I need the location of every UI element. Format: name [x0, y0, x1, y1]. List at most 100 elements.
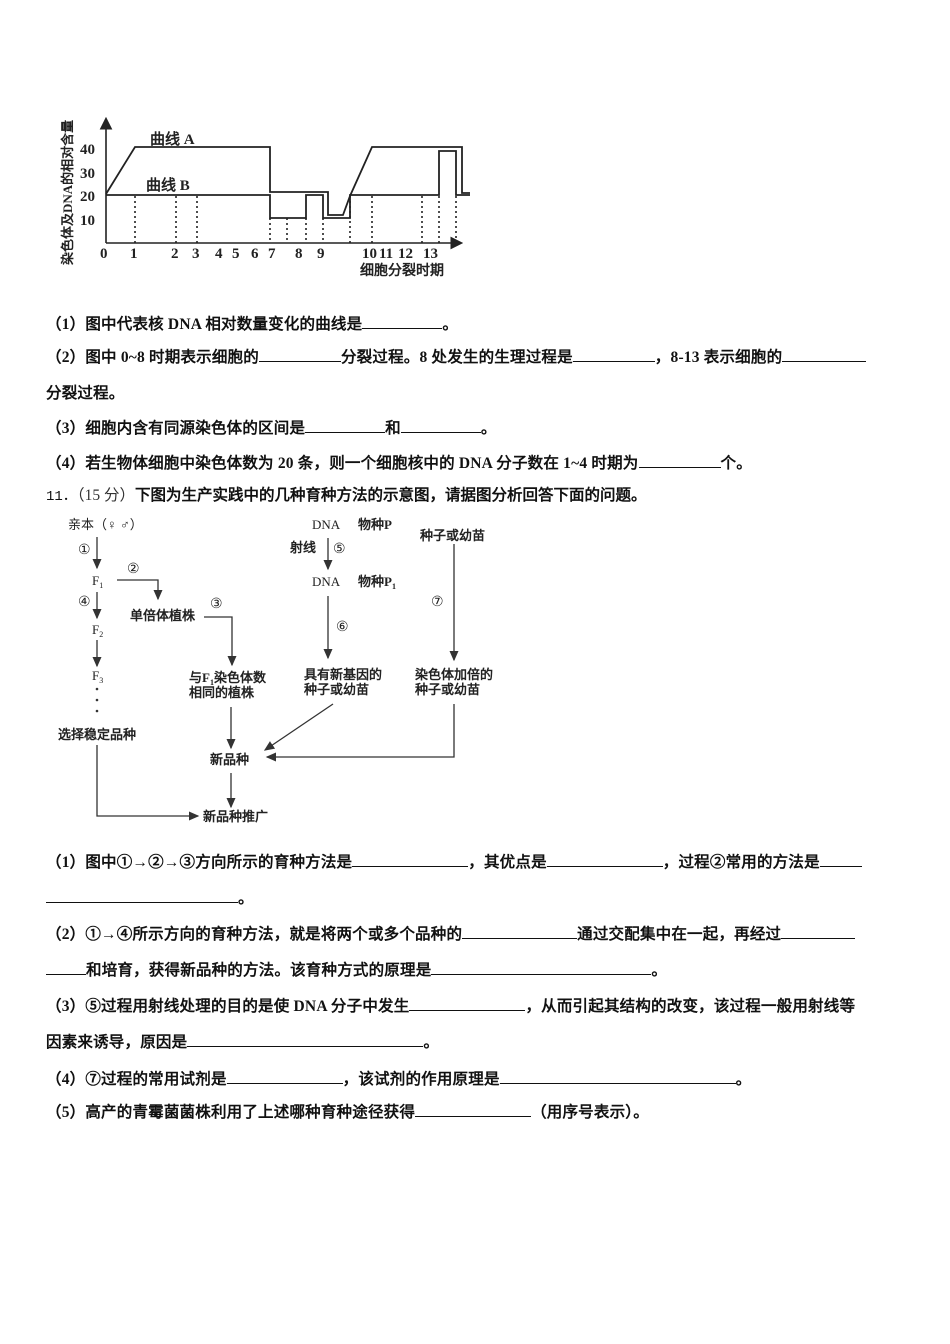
- q11-sub2-end: 。: [651, 962, 668, 979]
- new-gene-label-line2: 种子或幼苗: [303, 682, 369, 697]
- svg-text:10: 10: [80, 213, 95, 229]
- arrow-step3: [204, 616, 237, 667]
- haploid-plant-label: 单倍体植株: [130, 608, 196, 623]
- answer-blank[interactable]: [546, 852, 663, 867]
- parents-label: 亲本（♀ ♂）: [68, 517, 143, 532]
- answer-blank[interactable]: [305, 418, 386, 433]
- q11-sub3-end: 。: [423, 1034, 440, 1051]
- q10-sub1-text: （1）图中代表核 DNA 相对数量变化的曲线是: [46, 316, 363, 333]
- answer-blank[interactable]: [352, 852, 469, 867]
- q10-sub3-mid: 和: [385, 420, 401, 437]
- curve-b-label: 曲线 B: [146, 176, 190, 194]
- answer-blank[interactable]: [46, 888, 238, 903]
- q10-sub1-end: 。: [442, 316, 459, 333]
- seeds-label: 种子或幼苗: [419, 528, 485, 543]
- q11-sub1-cont: 。: [46, 886, 254, 908]
- q11-stem: 下图为生产实践中的几种育种方法的示意图，请据图分析回答下面的问题。: [134, 487, 647, 504]
- arrow-step2: [117, 579, 163, 601]
- answer-blank[interactable]: [258, 347, 341, 362]
- q10-sub4-text: （4）若生物体细胞中染色体数为 20 条，则一个细胞核中的 DNA 分子数在 1…: [46, 455, 639, 472]
- answer-blank[interactable]: [782, 347, 867, 362]
- svg-text:11: 11: [379, 246, 393, 262]
- curve-a-label: 曲线 A: [150, 130, 195, 148]
- answer-blank[interactable]: [362, 314, 443, 329]
- q11-sub2: （2）①→④所示方向的育种方法，就是将两个或多个品种的 通过交配集中在一起，再经过: [46, 922, 856, 944]
- q11-sub3-mid2: 因素来诱导，原因是: [46, 1034, 188, 1051]
- q11-sub3-text: （3）⑤过程用射线处理的目的是使 DNA 分子中发生: [46, 998, 410, 1015]
- promotion-label: 新品种推广: [203, 809, 268, 824]
- q11-sub3-mid1: ，从而引起其结构的改变，该过程一般用射线等: [525, 998, 856, 1015]
- q11-sub2-mid1: 通过交配集中在一起，再经过: [577, 926, 782, 943]
- f1-label: F1: [92, 573, 103, 590]
- answer-blank[interactable]: [819, 852, 862, 867]
- same-as-f1-label-line1: 与F1染色体数: [189, 670, 267, 687]
- q11-sub4-end: 。: [735, 1071, 752, 1088]
- y-axis-label: 染色体及DNA的相对含量: [60, 120, 75, 266]
- q11-sub1-end: 。: [238, 890, 254, 907]
- answer-blank[interactable]: [499, 1069, 736, 1084]
- svg-text:20: 20: [80, 189, 95, 205]
- q10-sub4-end: 个。: [720, 455, 752, 472]
- q11-sub1-text: （1）图中①→②→③方向所示的育种方法是: [46, 854, 353, 871]
- q10-sub3: （3）细胞内含有同源染色体的区间是 和 。: [46, 416, 497, 438]
- dna-p1-label: DNA: [312, 574, 341, 589]
- step1-marker: ①: [78, 543, 91, 558]
- ray-label: 射线: [289, 540, 316, 555]
- answer-blank[interactable]: [409, 996, 526, 1011]
- step4-marker: ④: [78, 595, 91, 610]
- q11-sub5-text: （5）高产的青霉菌菌株利用了上述哪种育种途径获得: [46, 1104, 416, 1121]
- step5-marker: ⑤: [333, 542, 346, 557]
- step3-marker: ③: [210, 597, 223, 612]
- q10-sub2-mid2: ，8-13 表示细胞的: [654, 349, 783, 366]
- answer-blank[interactable]: [781, 924, 856, 939]
- arrow-stable-to-promotion: [96, 745, 200, 821]
- answer-blank[interactable]: [226, 1069, 343, 1084]
- dna-p-label: DNA: [312, 517, 341, 532]
- answer-blank[interactable]: [46, 960, 86, 975]
- breeding-methods-diagram: 亲本（♀ ♂） ① F1 ② ④ 单倍体植株 ③ F2 F3 与F1染色体数 相…: [58, 517, 493, 824]
- q11-points: （15 分）: [76, 487, 135, 504]
- curve-b-line: [106, 150, 470, 219]
- q11-sub4-mid: ，该试剂的作用原理是: [342, 1071, 500, 1088]
- f3-label: F3: [92, 668, 103, 685]
- new-variety-label: 新品种: [210, 752, 249, 767]
- q11-sub2-cont: 和培育，获得新品种的方法。该育种方式的原理是 。: [46, 958, 667, 980]
- svg-text:40: 40: [80, 142, 95, 158]
- new-gene-label-line1: 具有新基因的: [304, 667, 382, 682]
- y-ticks: 40 30 20 10: [80, 142, 95, 229]
- svg-text:30: 30: [80, 166, 95, 182]
- species-p-label: 物种P: [358, 517, 392, 532]
- q11-sub4: （4）⑦过程的常用试剂是 ，该试剂的作用原理是 。: [46, 1067, 751, 1089]
- step2-marker: ②: [127, 562, 140, 577]
- svg-text:6: 6: [251, 246, 259, 262]
- species-p1-label: 物种P1: [358, 574, 396, 591]
- ellipsis-dots: [95, 687, 99, 713]
- q11-sub3: （3）⑤过程用射线处理的目的是使 DNA 分子中发生 ，从而引起其结构的改变，该过…: [46, 994, 855, 1016]
- answer-blank[interactable]: [431, 960, 652, 975]
- q10-sub2-cont-text: 分裂过程。: [46, 385, 125, 402]
- arrow-doubled-to-new-variety: [265, 704, 455, 762]
- period-dividers: [134, 196, 457, 243]
- answer-blank[interactable]: [415, 1102, 532, 1117]
- q11-header: 11．（15 分）下图为生产实践中的几种育种方法的示意图，请据图分析回答下面的问…: [46, 483, 646, 505]
- svg-text:8: 8: [295, 246, 303, 262]
- answer-blank[interactable]: [400, 418, 481, 433]
- svg-text:1: 1: [130, 246, 138, 262]
- doubled-label-line1: 染色体加倍的: [414, 667, 493, 682]
- answer-blank[interactable]: [572, 347, 655, 362]
- x-ticks: 0 1 2 3 4 5 6 7 8 9 10 11 12 13: [100, 246, 438, 262]
- step6-marker: ⑥: [336, 620, 349, 635]
- q11-sub1-mid1: ，其优点是: [468, 854, 547, 871]
- q10-sub3-text: （3）细胞内含有同源染色体的区间是: [46, 420, 306, 437]
- q11-sub2-text: （2）①→④所示方向的育种方法，就是将两个或多个品种的: [46, 926, 463, 943]
- q10-sub3-end: 。: [480, 420, 497, 437]
- q10-sub2-mid1: 分裂过程。8 处发生的生理过程是: [340, 349, 573, 366]
- answer-blank[interactable]: [462, 924, 578, 939]
- doubled-label-line2: 种子或幼苗: [414, 682, 480, 697]
- q11-sub2-mid2: 和培育，获得新品种的方法。该育种方式的原理是: [86, 962, 432, 979]
- svg-text:2: 2: [171, 246, 179, 262]
- q11-sub4-text: （4）⑦过程的常用试剂是: [46, 1071, 227, 1088]
- q11-number: 11．: [46, 489, 77, 505]
- answer-blank[interactable]: [638, 453, 721, 468]
- answer-blank[interactable]: [187, 1032, 424, 1047]
